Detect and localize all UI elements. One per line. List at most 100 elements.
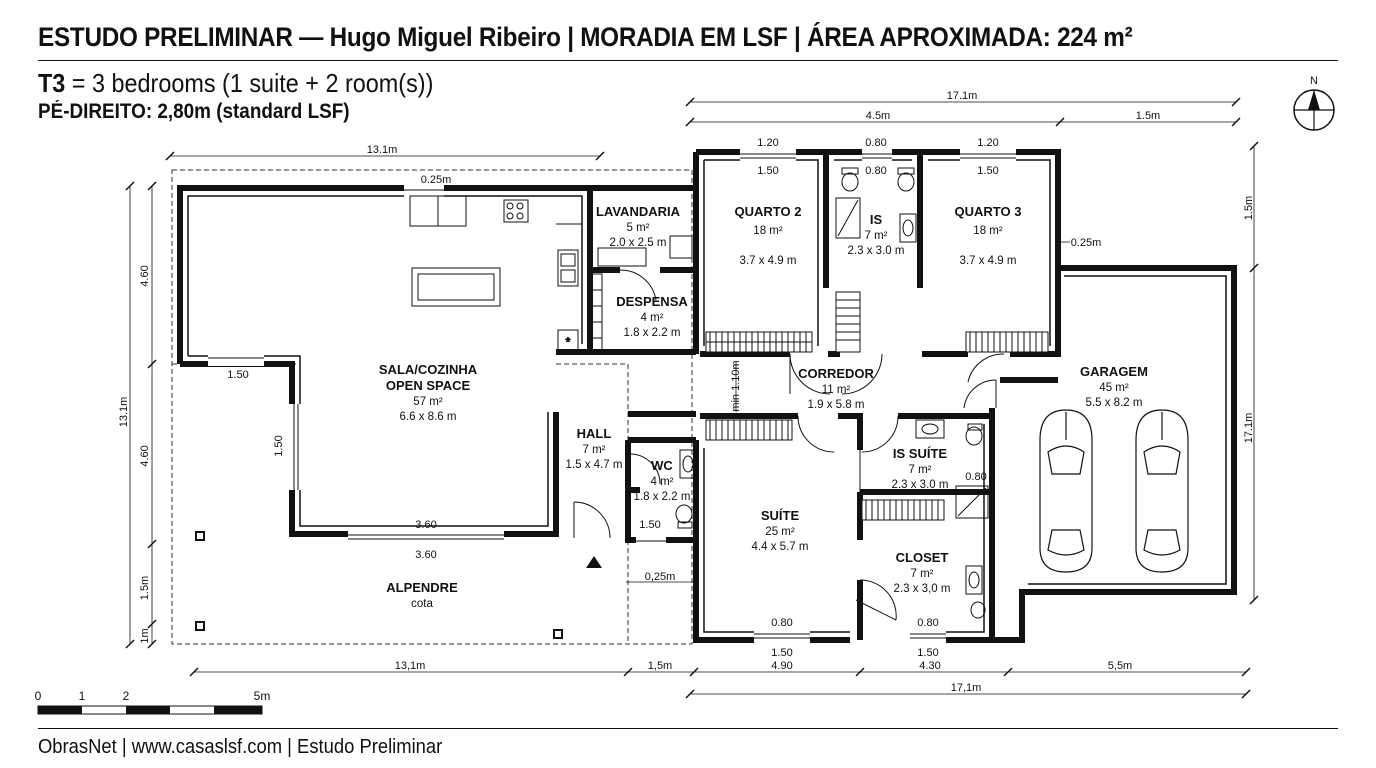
room-corredor-area: 11 m² bbox=[822, 384, 851, 396]
room-despensa-size: 1.8 x 2.2 m bbox=[624, 327, 681, 339]
dim-top-b: 1.5m bbox=[1136, 110, 1160, 122]
room-hall-name: HALL bbox=[577, 426, 612, 441]
room-alpendre-name: ALPENDRE bbox=[386, 580, 458, 595]
entrance-arrow-icon bbox=[586, 556, 602, 568]
title-rule bbox=[38, 60, 1338, 61]
dim-left-top: 13.1m bbox=[367, 144, 398, 156]
room-corredor-size: 1.9 x 5.8 m bbox=[808, 399, 865, 411]
room-sala-area: 57 m² bbox=[413, 396, 443, 408]
room-quarto2-name: QUARTO 2 bbox=[735, 204, 802, 219]
room-closet-name: CLOSET bbox=[896, 550, 949, 565]
room-quarto2-size: 3.7 x 4.9 m bbox=[740, 255, 797, 267]
room-is-size: 2.3 x 3.0 m bbox=[848, 245, 905, 257]
dimension-lines bbox=[129, 101, 1255, 695]
scale-label-2: 2 bbox=[123, 689, 130, 703]
room-despensa-area: 4 m² bbox=[641, 312, 664, 324]
room-corredor-name: CORREDOR bbox=[798, 366, 874, 381]
ceiling-height: PÉ-DIREITO: 2,80m (standard LSF) bbox=[38, 100, 350, 123]
dim-hall-min: min 1.10m bbox=[730, 360, 742, 411]
room-garagem-area: 45 m² bbox=[1099, 382, 1129, 394]
dim-win-q3-out: 1.20 bbox=[977, 137, 998, 149]
dim-left-total: 13.1m bbox=[118, 397, 130, 428]
room-sala-name2: OPEN SPACE bbox=[386, 378, 471, 393]
room-is-area: 7 m² bbox=[865, 230, 888, 242]
room-sala-name: SALA/COZINHA bbox=[379, 362, 478, 377]
room-alpendre-sub: cota bbox=[411, 598, 433, 610]
scale-label-0: 0 bbox=[35, 689, 42, 703]
dim-sala-win-bottom-out: 3.60 bbox=[415, 549, 436, 561]
room-lavandaria-area: 5 m² bbox=[627, 222, 650, 234]
footer-rule bbox=[38, 728, 1338, 729]
dim-bottom-b: 4.30 bbox=[919, 660, 940, 672]
dim-left-seg1: 4.60 bbox=[139, 265, 151, 286]
dim-bottom-mid: 1,5m bbox=[648, 660, 672, 672]
dimension-labels: 17.1m 4.5m 1.5m 13.1m 0.25m 1.20 1.50 0.… bbox=[118, 90, 1255, 694]
laundry-fixtures bbox=[597, 235, 693, 267]
room-suite-area: 25 m² bbox=[765, 526, 795, 538]
room-wc-area: 4 m² bbox=[651, 476, 674, 488]
compass-label: N bbox=[1310, 75, 1318, 87]
typology-desc: = 3 bedrooms (1 suite + 2 room(s)) bbox=[65, 68, 434, 98]
dim-win-is-out: 0.80 bbox=[865, 137, 886, 149]
windows bbox=[208, 149, 1016, 643]
dim-left-seg2: 4.60 bbox=[139, 445, 151, 466]
scale-label-1: 1 bbox=[79, 689, 86, 703]
dim-suite-win-in: 0.80 bbox=[771, 617, 792, 629]
dim-closet-win-in: 0.80 bbox=[917, 617, 938, 629]
room-suite-size: 4.4 x 5.7 m bbox=[752, 541, 809, 553]
room-quarto3-area: 18 m² bbox=[973, 225, 1003, 237]
room-is-suite-area: 7 m² bbox=[909, 464, 932, 476]
kitchen-fixtures: * bbox=[409, 195, 582, 351]
dim-bottom-c: 5,5m bbox=[1108, 660, 1132, 672]
room-is-name: IS bbox=[870, 212, 883, 227]
dim-sala-win-bottom-in: 3.60 bbox=[415, 519, 436, 531]
scale-bar: 0 1 2 5m bbox=[35, 689, 271, 715]
room-quarto3-name: QUARTO 3 bbox=[955, 204, 1022, 219]
dim-top-total: 17.1m bbox=[947, 90, 978, 102]
dim-top-a: 4.5m bbox=[866, 110, 890, 122]
bathroom-fixtures bbox=[675, 167, 989, 619]
dim-suite-win-out: 1.50 bbox=[771, 647, 792, 659]
bedroom-wardrobes bbox=[705, 291, 1049, 521]
typology-code: T3 bbox=[38, 68, 66, 98]
dim-win-is-in: 0.80 bbox=[865, 165, 886, 177]
dim-right-total: 17.1m bbox=[1243, 413, 1255, 444]
room-closet-area: 7 m² bbox=[911, 568, 934, 580]
room-wc-name: WC bbox=[651, 458, 673, 473]
cars bbox=[1039, 409, 1189, 573]
room-quarto3-size: 3.7 x 4.9 m bbox=[960, 255, 1017, 267]
dim-left-seg4: 1m bbox=[139, 628, 151, 643]
dim-bottom-total: 17,1m bbox=[951, 682, 982, 694]
pantry-shelves bbox=[589, 273, 603, 351]
dim-win-q2-in: 1.50 bbox=[757, 165, 778, 177]
porch-columns bbox=[195, 531, 563, 639]
room-is-suite-size: 2.3 x 3.0 m bbox=[892, 479, 949, 491]
room-wc-size: 1.8 x 2.2 m bbox=[634, 491, 691, 503]
room-hall-area: 7 m² bbox=[583, 444, 606, 456]
compass-icon: N bbox=[1293, 75, 1335, 131]
room-lavandaria-name: LAVANDARIA bbox=[596, 204, 681, 219]
room-quarto2-area: 18 m² bbox=[753, 225, 783, 237]
dimension-ticks bbox=[125, 97, 1259, 699]
room-garagem-size: 5.5 x 8.2 m bbox=[1086, 397, 1143, 409]
dim-left-seg3: 1.5m bbox=[139, 576, 151, 600]
room-labels: SALA/COZINHA OPEN SPACE 57 m² 6.6 x 8.6 … bbox=[379, 204, 1148, 610]
inner-wall-lines bbox=[187, 159, 1227, 633]
doors bbox=[573, 269, 1005, 621]
page-title: ESTUDO PRELIMINAR — Hugo Miguel Ribeiro … bbox=[38, 22, 1133, 52]
typology-line: T3 = 3 bedrooms (1 suite + 2 room(s)) bbox=[38, 68, 433, 99]
room-lavandaria-size: 2.0 x 2.5 m bbox=[610, 237, 667, 249]
dim-is-suite-win: 0.80 bbox=[965, 471, 986, 483]
room-is-suite-name: IS SUÍTE bbox=[893, 446, 948, 461]
dim-wc-offset: 0,25m bbox=[645, 571, 676, 583]
dim-win-q2-out: 1.20 bbox=[757, 137, 778, 149]
dim-closet-win-out: 1.50 bbox=[917, 647, 938, 659]
dim-right-top: 1.5m bbox=[1243, 196, 1255, 220]
scale-label-5: 5m bbox=[254, 689, 271, 703]
dim-sala-win-side: 1.50 bbox=[273, 435, 285, 456]
room-garagem-name: GARAGEM bbox=[1080, 364, 1148, 379]
room-suite-name: SUÍTE bbox=[761, 508, 800, 523]
footer-text: ObrasNet | www.casaslsf.com | Estudo Pre… bbox=[38, 736, 443, 758]
dim-win-q3-in: 1.50 bbox=[977, 165, 998, 177]
